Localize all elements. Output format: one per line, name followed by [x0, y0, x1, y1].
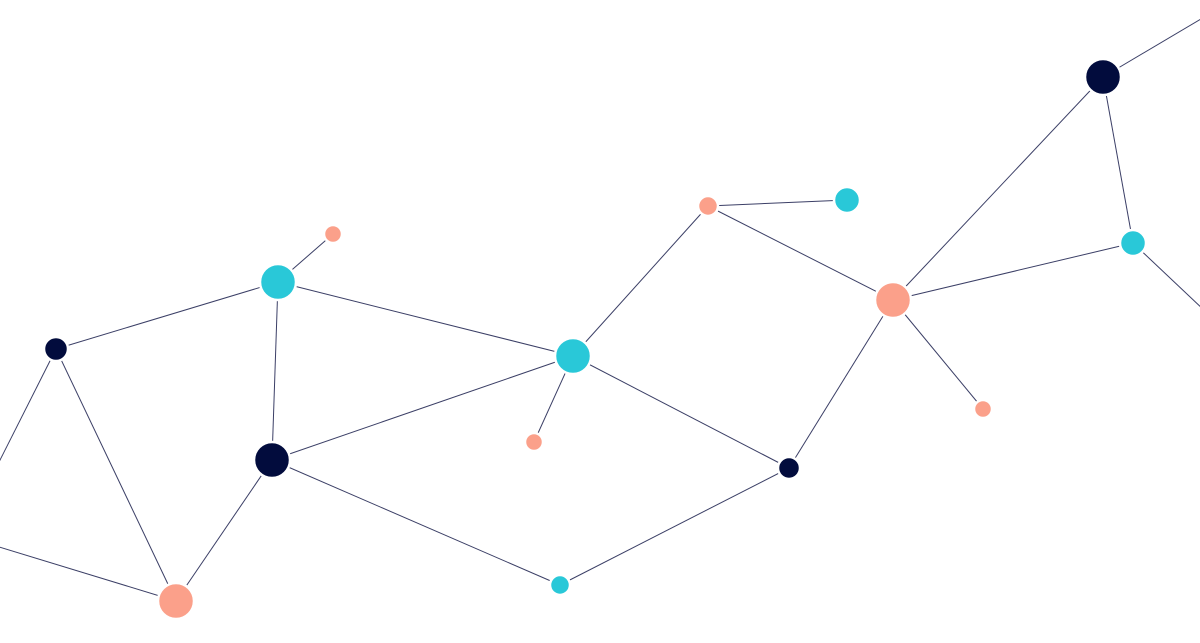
node-n2-cyan: [258, 262, 298, 302]
node-n11-salmon: [873, 280, 913, 320]
node-n12-navy: [776, 455, 802, 481]
edge-n4-n6: [271, 355, 574, 461]
edge-n2-n6: [277, 281, 574, 357]
edge-n1-offscreen-1: [0, 348, 57, 462]
node-n10-cyan: [832, 185, 862, 215]
edge-n14-n15: [1102, 76, 1134, 244]
edge-n11-n13: [892, 299, 984, 410]
node-n13-salmon: [972, 398, 994, 420]
node-n1-navy: [42, 335, 70, 363]
edge-n2-n4: [271, 281, 279, 461]
edge-n4-n8: [271, 459, 561, 586]
edge-n11-n14: [892, 76, 1104, 301]
node-n4-navy: [252, 440, 292, 480]
edge-n5-offscreen-2: [0, 546, 177, 602]
edge-n6-n9: [572, 205, 709, 357]
edge-n4-n5: [175, 459, 273, 602]
edge-n1-n5: [55, 348, 177, 602]
edge-n9-n11: [707, 205, 894, 301]
node-n9-salmon: [696, 194, 720, 218]
edge-n15-offscreen-4: [1132, 242, 1200, 308]
edge-n11-n15: [892, 242, 1134, 301]
edge-layer: [0, 18, 1200, 602]
edge-n6-n12: [572, 355, 790, 469]
edge-n8-n12: [559, 467, 790, 586]
edge-n1-n2: [55, 281, 279, 350]
edge-n11-n12: [788, 299, 894, 469]
edge-n9-n10: [707, 199, 848, 207]
node-n3-salmon: [322, 223, 344, 245]
node-n15-cyan: [1118, 228, 1148, 258]
node-n8-cyan: [548, 573, 572, 597]
node-n7-salmon: [523, 431, 545, 453]
node-n14-navy: [1083, 57, 1123, 97]
node-layer: [42, 57, 1148, 621]
edge-n14-offscreen-3: [1102, 18, 1200, 78]
node-n6-cyan: [553, 336, 593, 376]
node-n5-salmon: [156, 581, 196, 621]
